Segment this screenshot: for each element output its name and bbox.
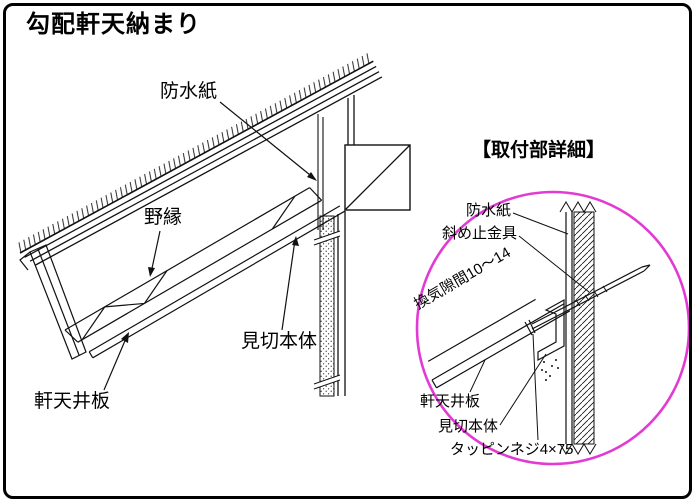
- detail-soffit-board: [427, 298, 571, 389]
- wall-stubs: [347, 95, 355, 145]
- leader-furring: [148, 230, 161, 277]
- main-leaders: [103, 101, 317, 391]
- detail-label-soffit-board: 軒天井板: [420, 393, 481, 410]
- screw-head: [524, 319, 536, 336]
- roof-covering-hatch: [15, 52, 374, 253]
- leader-detail-waterproof: [512, 212, 569, 235]
- soffit-board-lines: [88, 205, 346, 359]
- furring-braces: [81, 195, 296, 341]
- leader-detail-soffit: [469, 359, 486, 393]
- roof-slope: [15, 52, 383, 266]
- leader-detail-trim: [499, 353, 547, 426]
- waterproof-paper-lap: [317, 114, 324, 230]
- detail-label-tapping-screw: タッピンネジ4×75: [450, 441, 574, 458]
- leader-detail-bracket: [518, 235, 590, 293]
- detail-label-trim-body: 見切本体: [438, 418, 499, 435]
- page-title: 勾配軒天納まり: [26, 11, 201, 38]
- furring-band: [64, 187, 346, 359]
- wall-finish-stipple: [319, 215, 335, 397]
- leader-soffit-board: [103, 332, 129, 391]
- detail-leaders: [469, 212, 590, 441]
- detail-break-top: [559, 201, 597, 213]
- detail-wall-strips: [559, 201, 597, 455]
- detail-siding-hatch: [573, 211, 595, 445]
- post-symbol: [344, 144, 411, 211]
- label-waterproof-paper: 防水紙: [160, 81, 218, 102]
- detail-label-diagonal-bracket: 斜め止金具: [442, 225, 518, 242]
- leader-detail-screw: [532, 333, 539, 441]
- screw-tip: [641, 264, 651, 272]
- leader-waterproof-paper: [219, 101, 317, 181]
- wall-section: [313, 95, 411, 397]
- section-break-marks: [313, 230, 341, 390]
- vent-gap-line: [427, 298, 536, 362]
- eave-edge: [19, 244, 87, 360]
- label-trim-body: 見切本体: [241, 331, 318, 352]
- screw-threads: [575, 285, 608, 307]
- label-soffit-board: 軒天井板: [34, 391, 111, 412]
- detail-break-bottom: [559, 443, 597, 455]
- tapping-screw: [524, 264, 651, 336]
- label-furring: 野縁: [144, 207, 183, 228]
- detail-heading: 【取付部詳細】: [472, 140, 606, 161]
- joint-stipple: [541, 359, 559, 381]
- leader-trim-body: [281, 236, 299, 331]
- detail-label-waterproof-paper: 防水紙: [466, 202, 512, 219]
